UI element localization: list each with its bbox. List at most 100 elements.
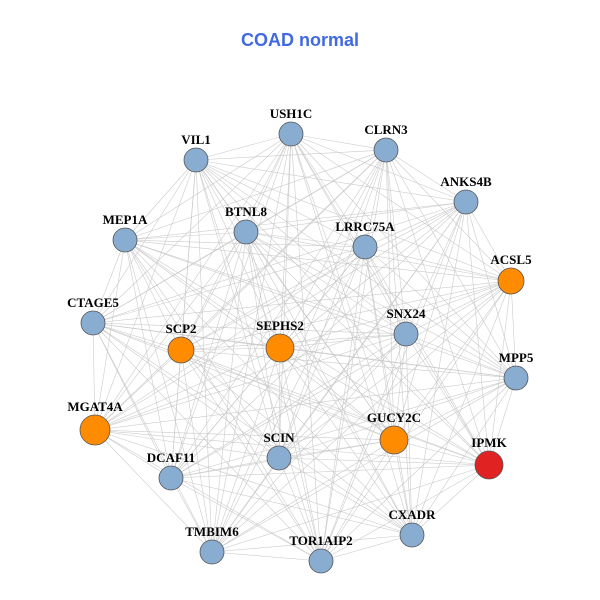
graph-edge	[488, 377, 517, 466]
graph-edge	[245, 231, 407, 335]
graph-edge	[94, 347, 281, 431]
edges-layer	[92, 133, 517, 562]
graph-edge	[465, 201, 490, 466]
graph-edge	[92, 201, 467, 324]
graph-edge	[364, 246, 395, 441]
graph-edge	[180, 280, 512, 351]
graph-edge	[465, 201, 517, 379]
graph-edge	[124, 239, 517, 379]
graph-edge	[510, 280, 517, 379]
graph-edge	[245, 201, 467, 233]
graph-edge	[170, 231, 247, 479]
graph-edge	[170, 347, 281, 479]
graph-edge	[195, 159, 281, 349]
graph-edge	[94, 333, 407, 431]
graph-edge	[245, 231, 517, 379]
node-label-CXADR: CXADR	[389, 507, 437, 522]
graph-edge	[290, 133, 387, 151]
graph-edge	[180, 349, 213, 553]
node-label-SCIN: SCIN	[263, 430, 295, 445]
graph-edge	[124, 239, 322, 562]
graph-edge	[385, 149, 467, 203]
graph-edge	[278, 457, 413, 536]
graph-edge	[364, 201, 467, 248]
graph-edge	[245, 133, 292, 233]
graph-edge	[170, 464, 490, 479]
node-label-MPP5: MPP5	[499, 350, 534, 365]
graph-edge	[320, 280, 512, 562]
graph-edge	[92, 239, 126, 324]
graph-edge	[405, 333, 413, 536]
graph-edge	[211, 246, 366, 553]
graph-edge	[92, 322, 182, 351]
node-label-GUCY2C: GUCY2C	[367, 410, 421, 425]
graph-edge	[211, 280, 512, 553]
graph-edge	[405, 333, 517, 379]
graph-edge	[211, 534, 413, 553]
graph-edge	[170, 457, 280, 479]
graph-edge	[211, 347, 281, 553]
graph-edge	[195, 159, 407, 335]
graph-edge	[94, 377, 517, 431]
node-label-USH1C: USH1C	[270, 106, 313, 121]
graph-edge	[279, 347, 395, 441]
graph-edge	[405, 280, 512, 335]
node-label-SNX24: SNX24	[386, 306, 426, 321]
graph-edge	[320, 246, 366, 562]
graph-edge	[94, 429, 395, 441]
graph-edge	[94, 201, 467, 431]
graph-edge	[405, 201, 467, 335]
node-ANKS4B	[453, 189, 479, 215]
graph-edge	[393, 439, 413, 536]
graph-edge	[124, 239, 395, 441]
graph-edge	[393, 377, 517, 441]
graph-edge	[393, 439, 490, 466]
graph-edge	[92, 322, 213, 553]
graph-edge	[245, 231, 366, 248]
graph-edge	[320, 201, 467, 562]
graph-edge	[320, 439, 395, 562]
node-SCP2	[167, 336, 195, 364]
node-MGAT4A	[79, 414, 111, 446]
graph-edge	[180, 149, 387, 351]
node-label-ACSL5: ACSL5	[490, 252, 532, 267]
graph-edge	[124, 201, 467, 241]
graph-edge	[170, 377, 517, 479]
graph-edge	[278, 377, 517, 459]
graph-edge	[92, 280, 512, 324]
graph-edge	[124, 239, 281, 349]
graph-edge	[393, 280, 512, 441]
graph-edge	[278, 149, 387, 459]
node-TMBIM6	[199, 539, 225, 565]
node-CTAGE5	[80, 310, 106, 336]
graph-edge	[170, 477, 322, 562]
node-GUCY2C	[379, 425, 409, 455]
graph-edge	[195, 133, 292, 161]
graph-edge	[279, 347, 517, 379]
graph-edge	[245, 231, 512, 282]
node-CLRN3	[373, 137, 399, 163]
node-label-MEP1A: MEP1A	[103, 212, 148, 227]
node-label-CLRN3: CLRN3	[364, 122, 408, 137]
graph-edge	[279, 133, 292, 349]
graph-edge	[92, 133, 292, 324]
graph-edge	[278, 457, 490, 466]
graph-edge	[278, 333, 407, 459]
node-label-MGAT4A: MGAT4A	[67, 399, 123, 414]
graph-edge	[92, 322, 490, 466]
graph-edge	[320, 534, 413, 562]
graph-edge	[170, 349, 182, 479]
graph-edge	[195, 159, 322, 562]
node-IPMK	[474, 450, 504, 480]
node-MEP1A	[112, 227, 138, 253]
graph-edge	[211, 551, 322, 562]
graph-edge	[465, 201, 512, 282]
nodes-layer	[79, 121, 529, 574]
graph-edge	[290, 133, 413, 536]
graph-edge	[180, 349, 413, 536]
graph-edge	[180, 349, 517, 379]
graph-edge	[290, 133, 512, 282]
graph-edge	[180, 201, 467, 351]
